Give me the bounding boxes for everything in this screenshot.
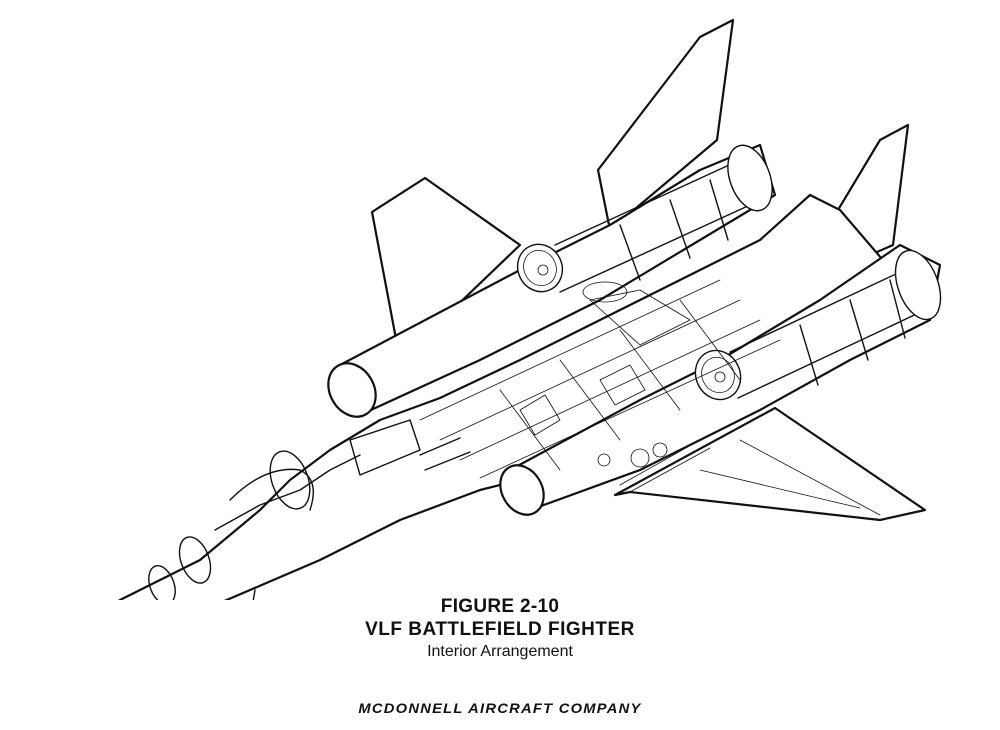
- figure-number: FIGURE 2-10: [440, 596, 560, 617]
- figure-subtitle: Interior Arrangement: [427, 643, 573, 660]
- accessory-gearbox: [597, 439, 711, 493]
- lower-engine-nozzle: [894, 249, 942, 321]
- cockpit-section: [148, 419, 471, 605]
- fuselage-outline: [53, 193, 902, 642]
- right-wing: [613, 406, 927, 522]
- upper-engine-casing: [554, 159, 751, 293]
- lower-engine-intake: [499, 464, 545, 516]
- aircraft-cutaway-illustration: [49, 18, 942, 657]
- upper-engine-intake: [327, 362, 377, 418]
- upper-engine-nozzle: [727, 144, 773, 212]
- internal-structure: [419, 279, 781, 479]
- lower-engine-casing: [729, 264, 926, 399]
- left-vertical-tail: [370, 176, 522, 362]
- company-name: MCDONNELL AIRCRAFT COMPANY: [358, 700, 642, 716]
- figure-title: VLF BATTLEFIELD FIGHTER: [365, 619, 635, 640]
